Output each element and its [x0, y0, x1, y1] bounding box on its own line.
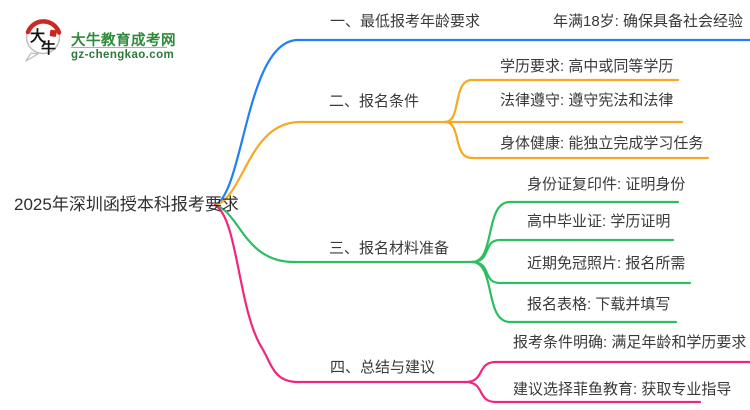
branch-1-line	[213, 38, 750, 207]
logo-badge-char2: 牛	[41, 39, 56, 57]
branch-3-child-4-label: 报名表格: 下载并填写	[527, 296, 671, 313]
branch-3-child-2-line	[470, 238, 675, 264]
branch-2-child-3-line	[443, 120, 710, 160]
branch-3-child-1-line	[470, 200, 680, 264]
branch-2-child-1-label: 学历要求: 高中或同等学历	[500, 58, 674, 75]
branch-3-child-1-label: 身份证复印件: 证明身份	[527, 176, 686, 193]
branch-3-line	[213, 203, 474, 264]
branch-3-child-3-label: 近期免冠照片: 报名所需	[527, 255, 686, 272]
logo-title: 大牛教育成考网	[71, 33, 176, 49]
branch-1-label: 一、最低报考年龄要求	[330, 13, 481, 30]
site-logo: 大 牛 大牛教育成考网 gz-chengkao.com	[14, 10, 214, 66]
logo-badge-char1: 大	[30, 27, 45, 45]
branch-3-child-2-label: 高中毕业证: 学历证明	[527, 213, 671, 230]
logo-divider	[71, 47, 167, 48]
branch-4-child-1-line	[463, 360, 750, 384]
branch-4-line	[213, 203, 467, 384]
root-node-label: 2025年深圳函授本科报考要求	[14, 195, 239, 214]
logo-url: gz-chengkao.com	[71, 49, 175, 61]
branch-4-child-1-label: 报考条件明确: 满足年龄和学历要求	[513, 334, 747, 351]
branch-2-child-1-line	[443, 78, 680, 124]
branch-4-label: 四、总结与建议	[330, 359, 436, 376]
branch-2-child-3-label: 身体健康: 能独立完成学习任务	[500, 135, 704, 152]
branch-2-child-2-label: 法律遵守: 遵守宪法和法律	[500, 92, 674, 109]
branch-2-line	[213, 120, 447, 207]
branch-4-child-2-label: 建议选择菲鱼教育: 获取专业指导	[513, 381, 732, 398]
branch-1-child-1-label: 年满18岁: 确保具备社会经验	[553, 13, 744, 30]
logo-badge-icon: 大 牛	[25, 19, 62, 62]
branch-3-label: 三、报名材料准备	[329, 240, 450, 257]
branch-4-child-2-line	[463, 380, 702, 404]
branch-2-label: 二、报名条件	[329, 93, 420, 110]
branch-3-child-4-line	[470, 260, 678, 324]
